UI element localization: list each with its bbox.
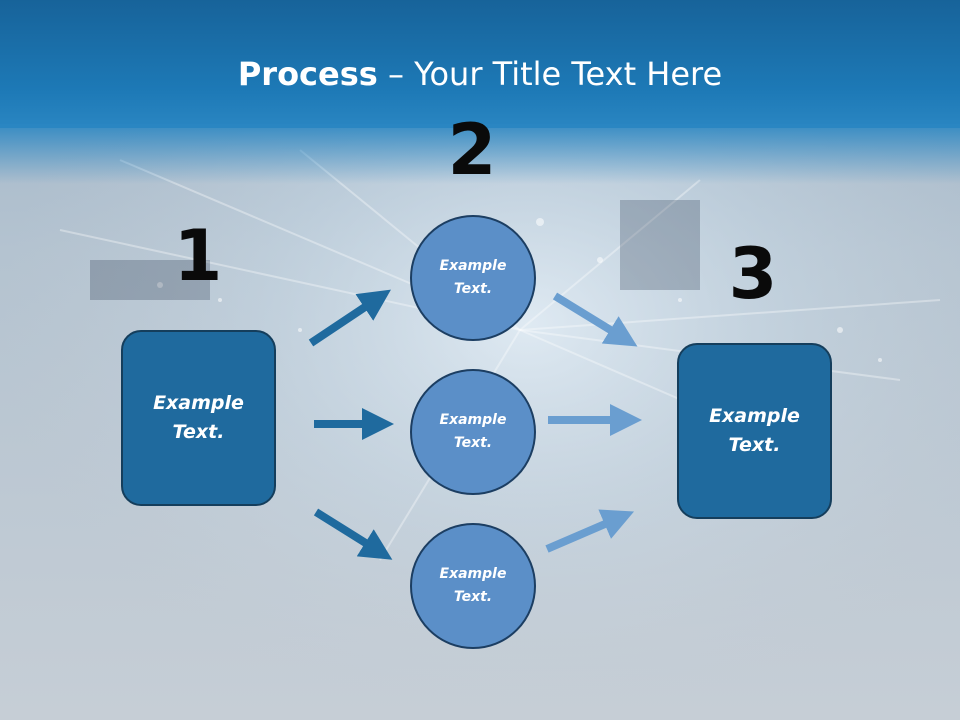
step-2-circle-bottom[interactable]: Example Text. [410,523,536,649]
step-2-circle-middle[interactable]: Example Text. [410,369,536,495]
title-bar-fade [0,124,960,184]
arrow-2a-to-3 [552,292,638,347]
circle-label-middle: Example Text. [439,412,507,451]
circle-label-bottom: Example Text. [439,566,507,605]
circle-label-top: Example Text. [439,258,507,297]
step-3-label: Example Text. [709,405,800,456]
arrow-2c-to-3 [545,509,635,553]
step-1-box[interactable]: Example Text. [121,330,276,506]
arrow-1-to-2a [308,289,391,347]
step-number-1: 1 [173,215,223,297]
step-number-3: 3 [728,233,778,315]
step-1-label: Example Text. [153,392,244,443]
step-3-box[interactable]: Example Text. [677,343,832,519]
title-bar [0,0,960,128]
slide-title-bold: Process [237,55,378,93]
step-2-circle-top[interactable]: Example Text. [410,215,536,341]
arrow-1-to-2c [313,508,393,560]
slide-title: Process – Your Title Text Here [0,52,960,96]
step-number-2: 2 [447,109,497,191]
slide-title-rest: – Your Title Text Here [377,55,723,93]
